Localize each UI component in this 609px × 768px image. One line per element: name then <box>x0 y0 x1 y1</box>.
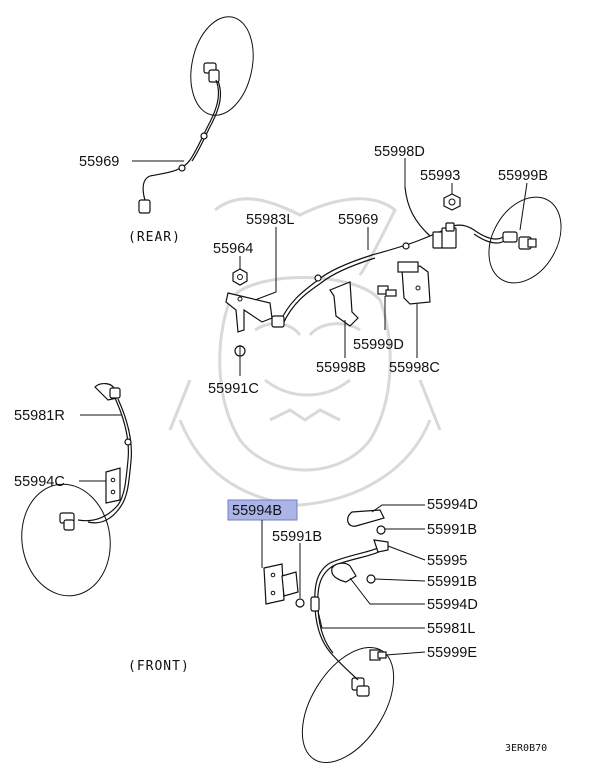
leader-55995 <box>387 545 426 561</box>
part-label-55993[interactable]: 55993 <box>420 168 460 184</box>
clip-55994D-upper[interactable] <box>347 509 385 527</box>
clip-55991B-c[interactable] <box>295 598 305 608</box>
harness-connector-block[interactable] <box>432 222 457 249</box>
rear-sensor-harness-55969[interactable] <box>271 186 449 328</box>
part-label-55999D[interactable]: 55999D <box>353 337 404 353</box>
clip-55995[interactable] <box>373 539 389 553</box>
bracket-55994C[interactable] <box>105 467 121 504</box>
rear-caption: (REAR) <box>128 230 181 245</box>
part-label-55994D-lower[interactable]: 55994D <box>427 597 478 613</box>
front-right-wheel-speed-sensor[interactable] <box>15 383 133 602</box>
leader-55994D-upper <box>371 504 425 513</box>
part-label-55991C[interactable]: 55991C <box>208 381 259 397</box>
clip-55994D-lower[interactable] <box>331 562 357 583</box>
part-label-55981R[interactable]: 55981R <box>14 408 65 424</box>
part-label-55969-mid[interactable]: 55969 <box>338 212 378 228</box>
front-caption: (FRONT) <box>128 659 190 674</box>
diagram-code: 3ER0B70 <box>505 743 547 754</box>
part-label-55983L[interactable]: 55983L <box>246 212 294 228</box>
part-label-55994B[interactable]: 55994B <box>232 503 282 519</box>
bracket-55998C[interactable] <box>397 261 431 305</box>
part-label-55991B-b[interactable]: 55991B <box>427 574 477 590</box>
leader-55991B-b <box>374 578 426 582</box>
part-label-55998D[interactable]: 55998D <box>374 144 425 160</box>
nut-55993[interactable] <box>443 193 461 211</box>
bolt-55999D[interactable] <box>377 285 397 297</box>
part-label-55994C[interactable]: 55994C <box>14 474 65 490</box>
rear-left-wheel-speed-sensor[interactable] <box>447 184 576 296</box>
clip-55991B-b[interactable] <box>366 574 376 584</box>
part-label-55964[interactable]: 55964 <box>213 241 253 257</box>
leader-55999B <box>519 182 528 231</box>
part-label-55995[interactable]: 55995 <box>427 553 467 569</box>
leader-55983L <box>254 227 277 301</box>
bolt-55999E[interactable] <box>369 649 387 661</box>
rear-right-wheel-speed-sensor[interactable] <box>138 11 262 214</box>
part-label-55999B[interactable]: 55999B <box>498 168 548 184</box>
leader-55999E <box>385 651 426 656</box>
part-label-55999E[interactable]: 55999E <box>427 645 477 661</box>
bracket-55983L[interactable] <box>225 292 273 333</box>
part-label-55998B[interactable]: 55998B <box>316 360 366 376</box>
watermark-logo <box>168 197 442 507</box>
part-label-55991B-c[interactable]: 55991B <box>272 529 322 545</box>
bracket-55994B[interactable] <box>263 563 299 605</box>
part-label-55981L[interactable]: 55981L <box>427 621 475 637</box>
bracket-55998B[interactable] <box>329 281 359 327</box>
part-label-55969-rear[interactable]: 55969 <box>79 154 119 170</box>
nut-55964[interactable] <box>232 268 248 286</box>
front-left-wheel-speed-sensor[interactable] <box>284 544 413 768</box>
part-label-55994D-upper[interactable]: 55994D <box>427 497 478 513</box>
leader-55981L <box>317 610 425 629</box>
clip-55991C[interactable] <box>234 345 246 357</box>
leader-55994D-lower <box>349 577 425 605</box>
part-label-55998C[interactable]: 55998C <box>389 360 440 376</box>
clip-55991B-a[interactable] <box>376 525 386 535</box>
part-label-55991B-a[interactable]: 55991B <box>427 522 477 538</box>
